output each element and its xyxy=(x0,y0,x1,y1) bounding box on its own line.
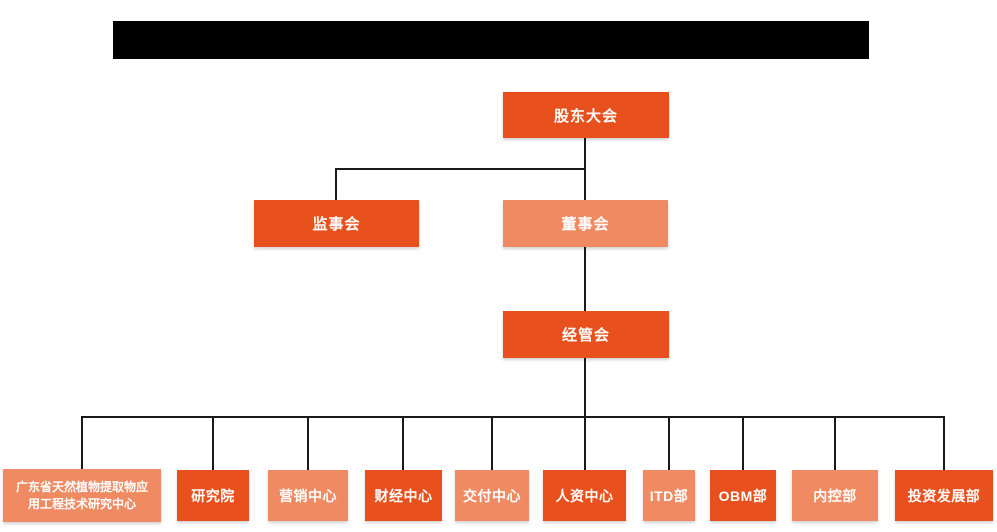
org-node-supervisory-board: 监事会 xyxy=(254,200,419,247)
org-node-dept-gd-research-center: 广东省天然植物提取物应用工程技术研究中心 xyxy=(3,469,161,522)
connector-drop-3 xyxy=(307,416,309,470)
org-node-dept-investment-development: 投资发展部 xyxy=(895,470,993,521)
org-node-label: 内控部 xyxy=(813,487,857,504)
connector-board-to-management xyxy=(584,246,586,312)
connector-management-to-trunk xyxy=(584,357,586,418)
org-node-label: 广东省天然植物提取物应用工程技术研究中心 xyxy=(15,479,148,511)
org-node-label: 董事会 xyxy=(561,216,610,233)
org-node-label: 研究院 xyxy=(191,487,235,504)
org-node-shareholders-meeting: 股东大会 xyxy=(503,92,669,138)
org-node-dept-marketing-center: 营销中心 xyxy=(268,470,348,521)
org-node-board-of-directors: 董事会 xyxy=(503,200,668,247)
connector-drop-9 xyxy=(834,416,836,470)
org-node-dept-hr-center: 人资中心 xyxy=(543,470,626,521)
connector-branch-to-supervisory xyxy=(335,168,337,202)
connector-drop-2 xyxy=(212,416,214,470)
connector-drop-4 xyxy=(402,416,404,470)
org-node-dept-finance-center: 财经中心 xyxy=(365,470,442,521)
org-node-dept-delivery-center: 交付中心 xyxy=(455,470,529,521)
org-node-dept-obm: OBM部 xyxy=(710,470,776,521)
org-node-label: 营销中心 xyxy=(279,487,337,504)
org-node-label: 人资中心 xyxy=(555,487,614,504)
org-node-label: 经管会 xyxy=(561,327,610,344)
connector-drop-5 xyxy=(491,416,493,470)
org-node-label: 监事会 xyxy=(312,216,361,233)
connector-drop-10 xyxy=(943,416,945,470)
org-node-label: 股东大会 xyxy=(553,107,618,125)
org-node-management-committee: 经管会 xyxy=(503,311,669,358)
connector-drop-1 xyxy=(81,416,83,470)
org-node-label: 财经中心 xyxy=(374,487,433,504)
org-node-label: 交付中心 xyxy=(463,487,521,504)
org-node-label: OBM部 xyxy=(718,487,768,504)
org-node-dept-internal-control: 内控部 xyxy=(792,470,878,521)
connector-drop-7 xyxy=(668,416,670,470)
org-node-label: 投资发展部 xyxy=(907,487,981,504)
org-node-dept-itd: ITD部 xyxy=(643,470,695,521)
connector-trunk-horizontal xyxy=(81,416,945,418)
connector-branch-horizontal xyxy=(335,168,586,170)
redacted-title-bar xyxy=(113,21,869,59)
connector-drop-6 xyxy=(584,416,586,470)
connector-drop-8 xyxy=(742,416,744,470)
org-node-dept-research-institute: 研究院 xyxy=(177,470,249,521)
org-node-label: ITD部 xyxy=(649,487,689,504)
